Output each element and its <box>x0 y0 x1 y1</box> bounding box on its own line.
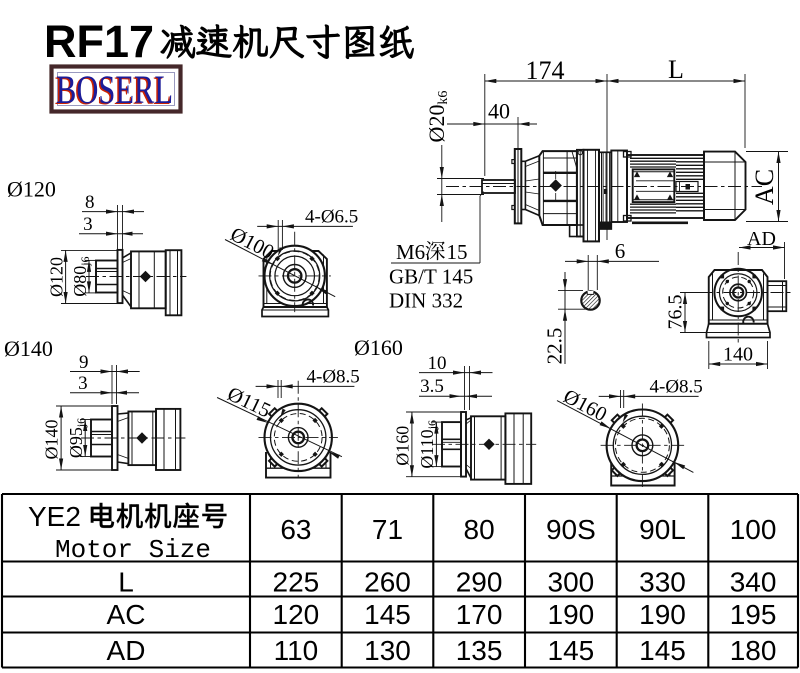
svg-text:90S: 90S <box>546 514 596 545</box>
svg-text:170: 170 <box>456 599 503 630</box>
svg-text:RF17: RF17 <box>44 16 154 67</box>
svg-text:290: 290 <box>456 567 503 598</box>
svg-text:140: 140 <box>723 344 753 366</box>
svg-text:300: 300 <box>548 567 595 598</box>
svg-text:190: 190 <box>548 599 595 630</box>
svg-text:145: 145 <box>639 635 686 666</box>
svg-text:100: 100 <box>730 514 777 545</box>
svg-text:Ø120: Ø120 <box>7 177 56 202</box>
svg-text:225: 225 <box>273 567 320 598</box>
svg-text:AC: AC <box>750 169 779 205</box>
svg-text:135: 135 <box>456 635 503 666</box>
svg-text:174: 174 <box>526 56 565 85</box>
svg-text:145: 145 <box>364 599 411 630</box>
svg-text:40: 40 <box>488 99 510 124</box>
svg-text:110: 110 <box>274 635 319 666</box>
svg-text:9: 9 <box>79 352 89 373</box>
svg-text:8: 8 <box>85 192 95 213</box>
svg-text:22.5: 22.5 <box>543 328 567 365</box>
svg-text:L: L <box>668 55 684 84</box>
svg-text:63: 63 <box>280 514 311 545</box>
svg-text:Ø120: Ø120 <box>47 257 67 297</box>
svg-text:M6: M6 <box>396 240 425 264</box>
svg-text:330: 330 <box>639 567 686 598</box>
svg-text:10: 10 <box>428 353 447 374</box>
svg-text:180: 180 <box>730 635 777 666</box>
svg-text:Ø140: Ø140 <box>42 420 62 460</box>
svg-text:71: 71 <box>372 514 403 545</box>
svg-text:195: 195 <box>730 599 777 630</box>
svg-text:Ø110j6: Ø110j6 <box>417 420 439 469</box>
svg-text:BOSERL: BOSERL <box>55 68 172 113</box>
svg-text:260: 260 <box>364 567 411 598</box>
svg-text:L: L <box>118 567 134 598</box>
svg-text:90L: 90L <box>639 514 686 545</box>
svg-text:AC: AC <box>107 599 146 630</box>
svg-text:Ø80j6: Ø80j6 <box>70 256 92 296</box>
svg-text:4-Ø8.5: 4-Ø8.5 <box>307 367 360 388</box>
svg-text:3: 3 <box>78 373 88 394</box>
svg-text:Ø160: Ø160 <box>354 335 403 360</box>
svg-text:Ø95j6: Ø95j6 <box>66 418 88 458</box>
svg-text:190: 190 <box>639 599 686 630</box>
svg-text:GB/T 145: GB/T 145 <box>389 265 473 289</box>
svg-text:15: 15 <box>447 240 468 264</box>
svg-text:340: 340 <box>730 567 777 598</box>
svg-text:Ø140: Ø140 <box>4 336 53 361</box>
svg-text:130: 130 <box>364 635 411 666</box>
svg-text:AD: AD <box>107 635 146 666</box>
svg-text:Motor Size: Motor Size <box>55 535 211 565</box>
svg-text:6: 6 <box>615 239 626 263</box>
svg-text:YE2: YE2 <box>28 501 81 532</box>
svg-text:AD: AD <box>747 228 776 250</box>
svg-text:120: 120 <box>273 599 320 630</box>
svg-text:3: 3 <box>83 214 93 235</box>
svg-text:76.5: 76.5 <box>665 295 687 330</box>
svg-text:4-Ø6.5: 4-Ø6.5 <box>305 207 358 228</box>
svg-text:145: 145 <box>548 635 595 666</box>
svg-text:3.5: 3.5 <box>420 376 444 397</box>
svg-text:80: 80 <box>464 514 495 545</box>
svg-text:Ø160: Ø160 <box>393 426 413 466</box>
svg-text:BOSERL: BOSERL <box>56 67 173 112</box>
svg-text:4-Ø8.5: 4-Ø8.5 <box>650 377 703 398</box>
svg-text:DIN 332: DIN 332 <box>389 289 463 313</box>
